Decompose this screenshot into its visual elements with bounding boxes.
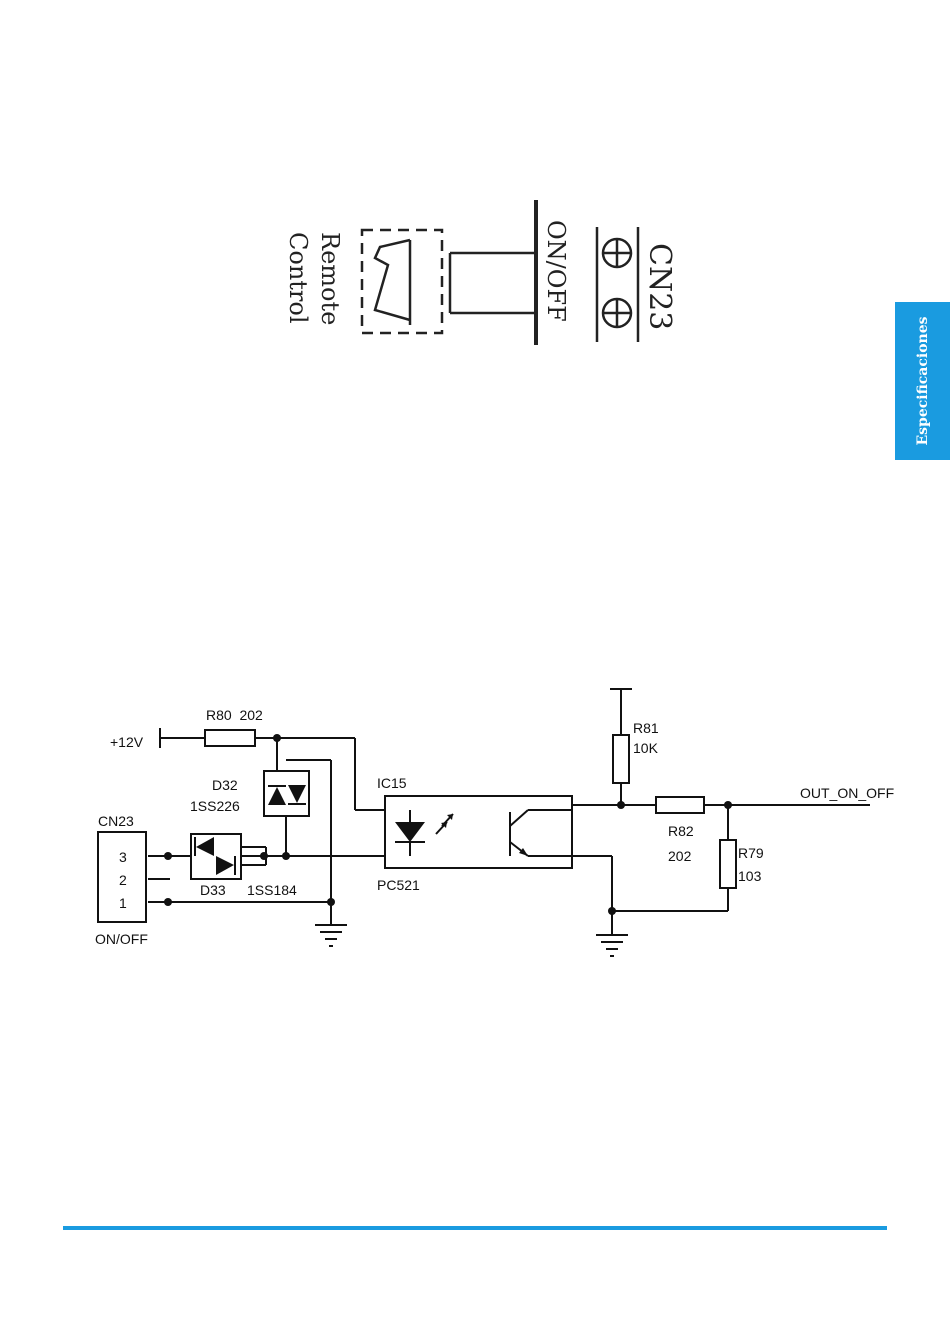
supply-label: +12V [110,734,144,750]
r79-value: 103 [738,868,762,884]
d33-diode-a [196,837,214,856]
ic15-part: PC521 [377,877,420,893]
ic15-name: IC15 [377,775,407,791]
footer-rule [63,1226,887,1230]
ground-symbol-left [315,925,347,946]
r82-resistor [656,797,704,813]
pin1-label: 1 [119,895,127,911]
ground-symbol-right [596,935,628,956]
d32-diode-b [288,785,306,803]
r82-name: R82 [668,823,694,839]
cn23-name: CN23 [98,813,134,829]
r81-resistor [613,735,629,783]
ic15-led [395,822,425,842]
d32-part: 1SS226 [190,798,240,814]
d32-name: D32 [212,777,238,793]
d32-diode-pair [264,771,309,816]
r82-value: 202 [668,848,692,864]
output-label: OUT_ON_OFF [800,785,894,801]
pin3-label: 3 [119,849,127,865]
r79-resistor [720,840,736,888]
r81-value: 10K [633,740,659,756]
d33-part: 1SS184 [247,882,297,898]
r81-name: R81 [633,720,659,736]
d32-diode-a [268,787,286,805]
r79-name: R79 [738,845,764,861]
r80-resistor [205,730,255,746]
connector-name: ON/OFF [95,931,148,947]
pin2-label: 2 [119,872,127,888]
d33-diode-b [216,856,234,875]
d33-name: D33 [200,882,226,898]
r80-label: R80 202 [206,707,263,723]
